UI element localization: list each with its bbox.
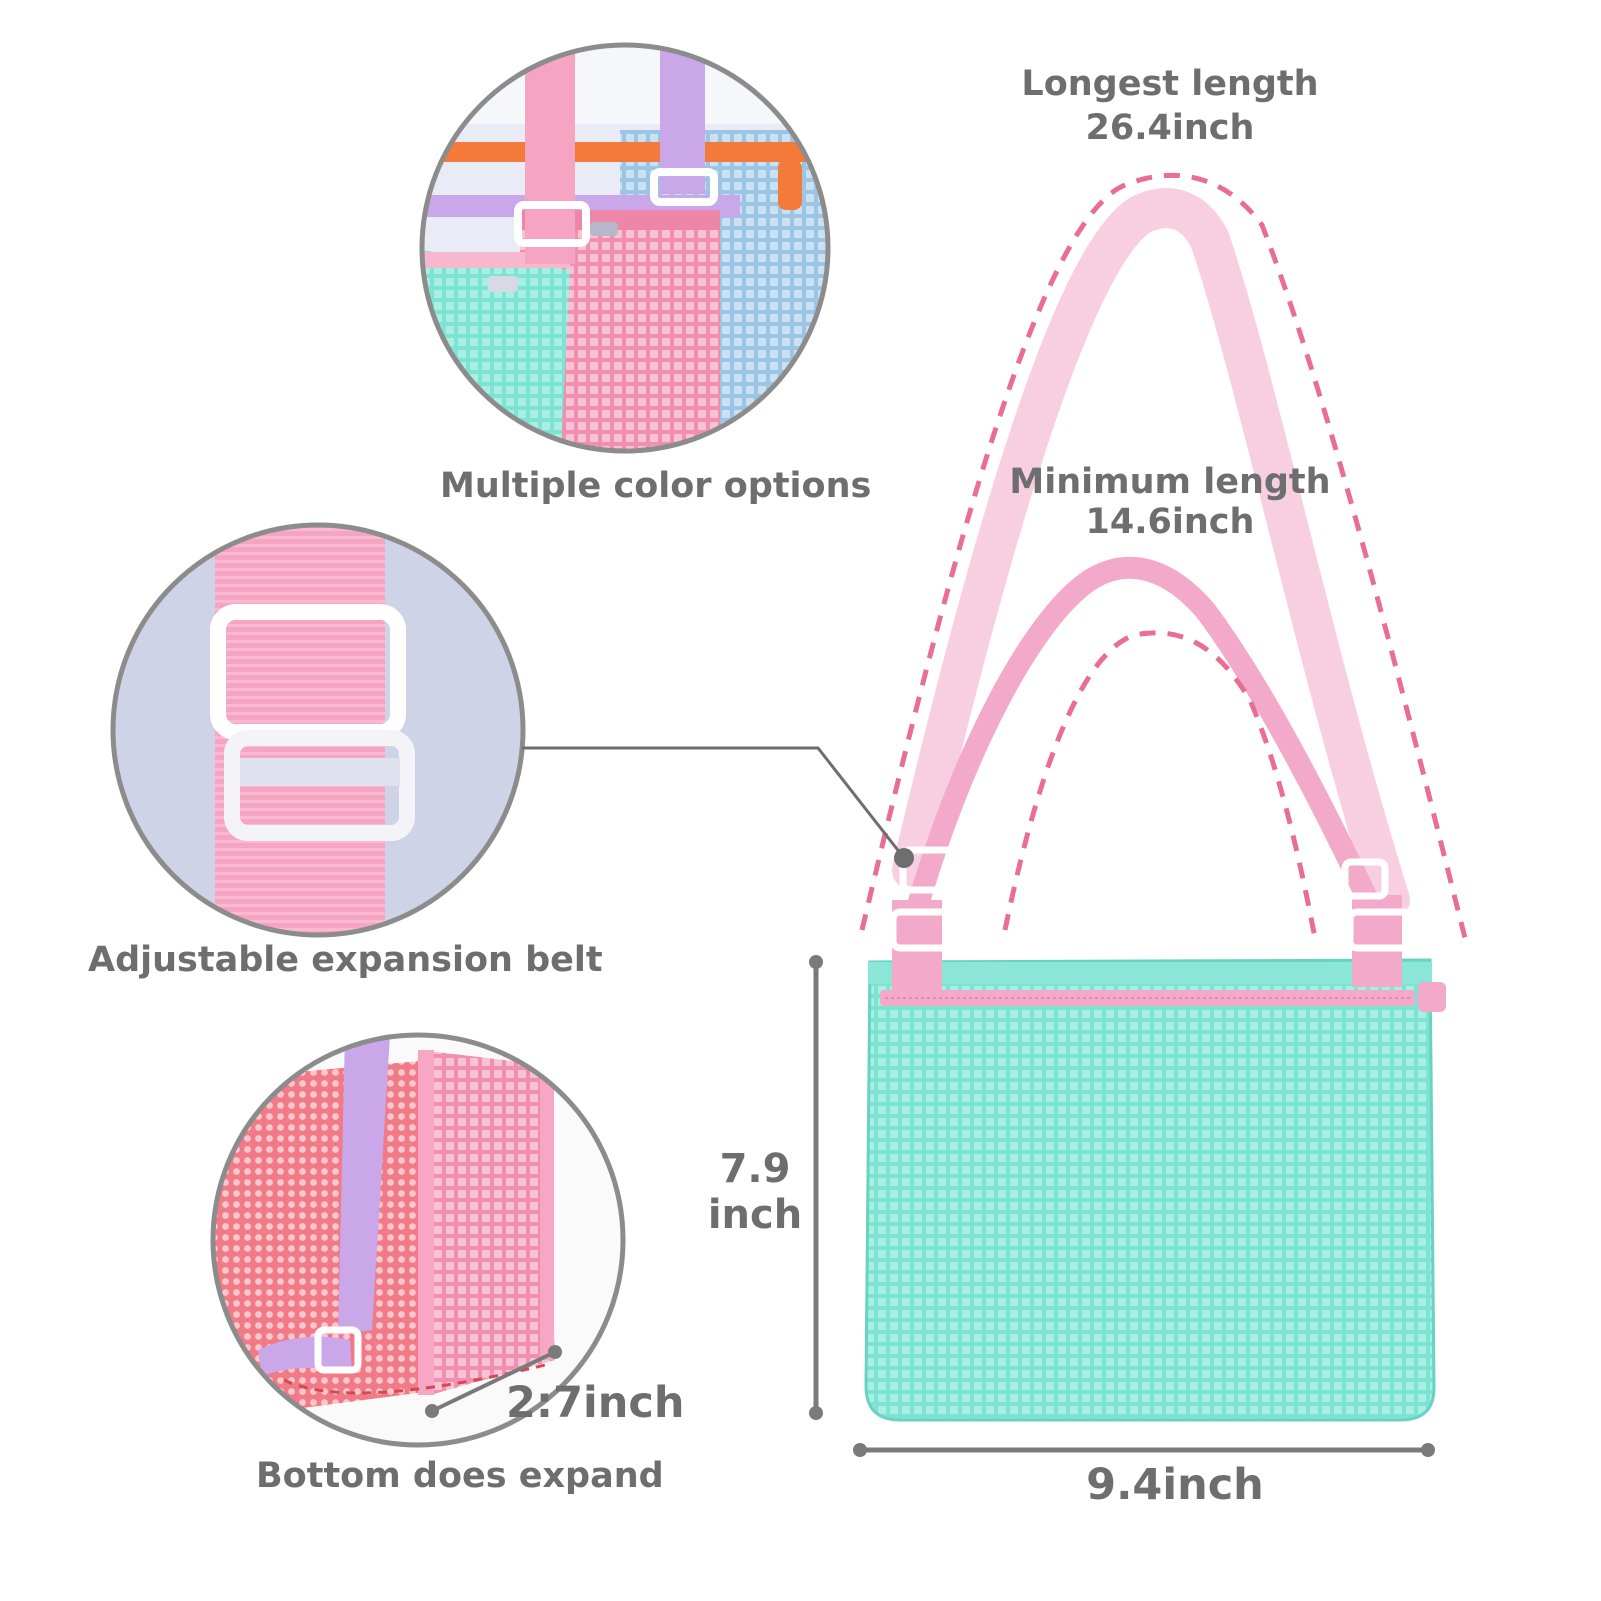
mesh-bag [864,188,1446,1422]
bottom-caption: Bottom does expand [256,1456,664,1496]
height-measure [809,955,823,1420]
height-label: 7.9 inch [700,1146,810,1238]
height-value: 7.9 [719,1146,791,1192]
longest-length-guide [859,172,1468,939]
longest-length-title: Longest length [1021,64,1319,104]
width-label: 9.4inch [1086,1460,1264,1510]
belt-callout-line [522,746,906,859]
adjustable-belt-closeup [110,522,526,938]
longest-length-label: Longest length 26.4inch [1000,62,1340,150]
minimum-length-value: 14.6inch [1085,502,1255,542]
belt-caption: Adjustable expansion belt [88,940,603,980]
color-options-closeup [419,42,831,454]
minimum-length-title: Minimum length [1009,462,1331,502]
color-options-caption: Multiple color options [440,466,872,506]
depth-label: 2:7inch [506,1378,685,1428]
height-unit: inch [707,1192,803,1238]
longest-length-value: 26.4inch [1085,108,1255,148]
minimum-length-guide [1002,630,1318,939]
expandable-bottom-closeup [210,1032,626,1448]
width-measure [853,1443,1435,1457]
minimum-length-label: Minimum length 14.6inch [1000,462,1340,542]
